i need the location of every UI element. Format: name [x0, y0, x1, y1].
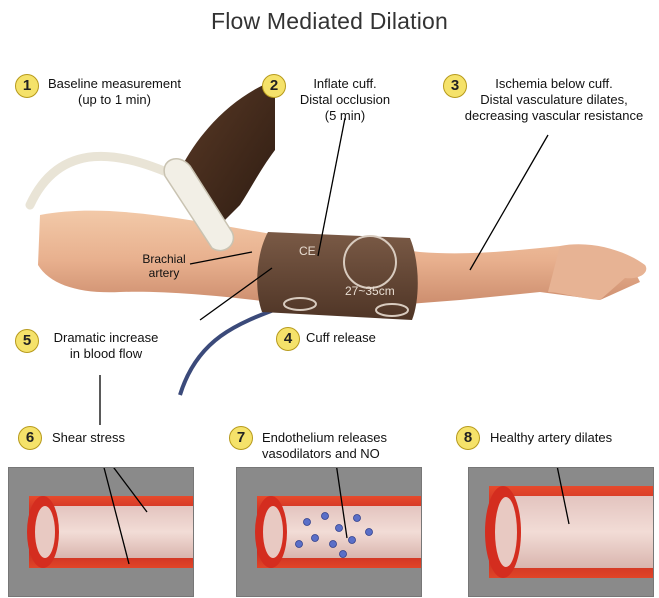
step-1-text: Baseline measurement (up to 1 min) [48, 76, 181, 108]
probe-cable [30, 156, 180, 205]
step-4-badge: 4 [276, 327, 300, 351]
cuff-mark: CE [299, 244, 316, 258]
step-3-text: Ischemia below cuff. Distal vasculature … [454, 76, 654, 124]
step-5-text: Dramatic increase in blood flow [42, 330, 170, 362]
step-1-badge: 1 [15, 74, 39, 98]
bp-cuff [257, 232, 418, 320]
artery-illustration [237, 468, 421, 596]
step-8-badge: 8 [456, 426, 480, 450]
step-2-text: Inflate cuff. Distal occlusion (5 min) [285, 76, 405, 124]
brachial-artery-label: Brachial artery [132, 252, 196, 280]
step-4-text: Cuff release [306, 330, 376, 346]
step-6-text: Shear stress [52, 430, 125, 446]
artery-illustration [469, 468, 653, 596]
cuff-size-label: 27~35cm [345, 284, 395, 298]
step-5-badge: 5 [15, 329, 39, 353]
patient-hand [548, 244, 646, 300]
step-2-badge: 2 [262, 74, 286, 98]
step-7-text: Endothelium releases vasodilators and NO [262, 430, 387, 462]
shear-stress-panel [8, 467, 194, 597]
artery-illustration [9, 468, 193, 596]
step-6-badge: 6 [18, 426, 42, 450]
dilated-artery-panel [468, 467, 654, 597]
step-8-text: Healthy artery dilates [490, 430, 612, 446]
endothelium-panel [236, 467, 422, 597]
step-7-badge: 7 [229, 426, 253, 450]
